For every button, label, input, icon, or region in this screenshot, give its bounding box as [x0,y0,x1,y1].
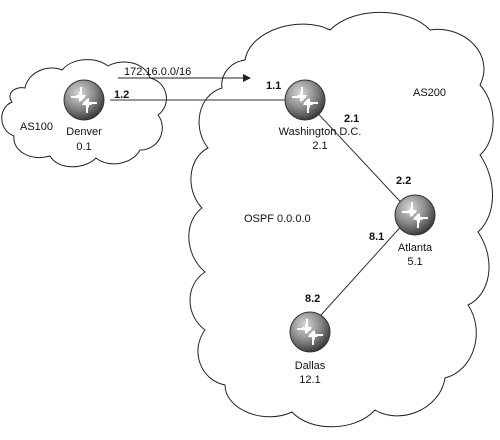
iface-washington-denver: 1.1 [266,80,281,92]
as200-cloud [188,11,494,428]
router-atlanta[interactable] [394,194,436,236]
link-atlanta-dallas [311,221,406,326]
router-icon [63,79,105,121]
router-washington-id: 2.1 [312,140,327,152]
router-icon [394,194,436,236]
router-atlanta-id: 5.1 [407,256,422,268]
router-dallas-name: Dallas [295,360,326,372]
link-washington-atlanta [309,104,411,213]
router-washington[interactable] [284,79,326,121]
iface-dallas-atlanta: 8.2 [305,293,320,305]
ospf-area-label: OSPF 0.0.0.0 [244,213,311,225]
iface-washington-atlanta: 2.1 [344,113,359,125]
router-dallas[interactable] [289,311,331,353]
iface-atlanta-dallas: 8.1 [369,231,384,243]
iface-atlanta-washington: 2.2 [396,175,411,187]
router-washington-name: Washington D.C. [279,126,362,138]
router-atlanta-name: Atlanta [398,242,433,254]
iface-denver-washington: 1.2 [114,89,129,101]
router-icon [289,311,331,353]
as200-label: AS200 [413,87,446,99]
router-icon [284,79,326,121]
router-dallas-id: 12.1 [299,374,320,386]
router-denver-id: 0.1 [76,141,91,153]
router-denver-name: Denver [66,126,102,138]
as100-label: AS100 [20,121,53,133]
prefix-label: 172.16.0.0/16 [124,66,191,78]
router-denver[interactable] [63,79,105,121]
